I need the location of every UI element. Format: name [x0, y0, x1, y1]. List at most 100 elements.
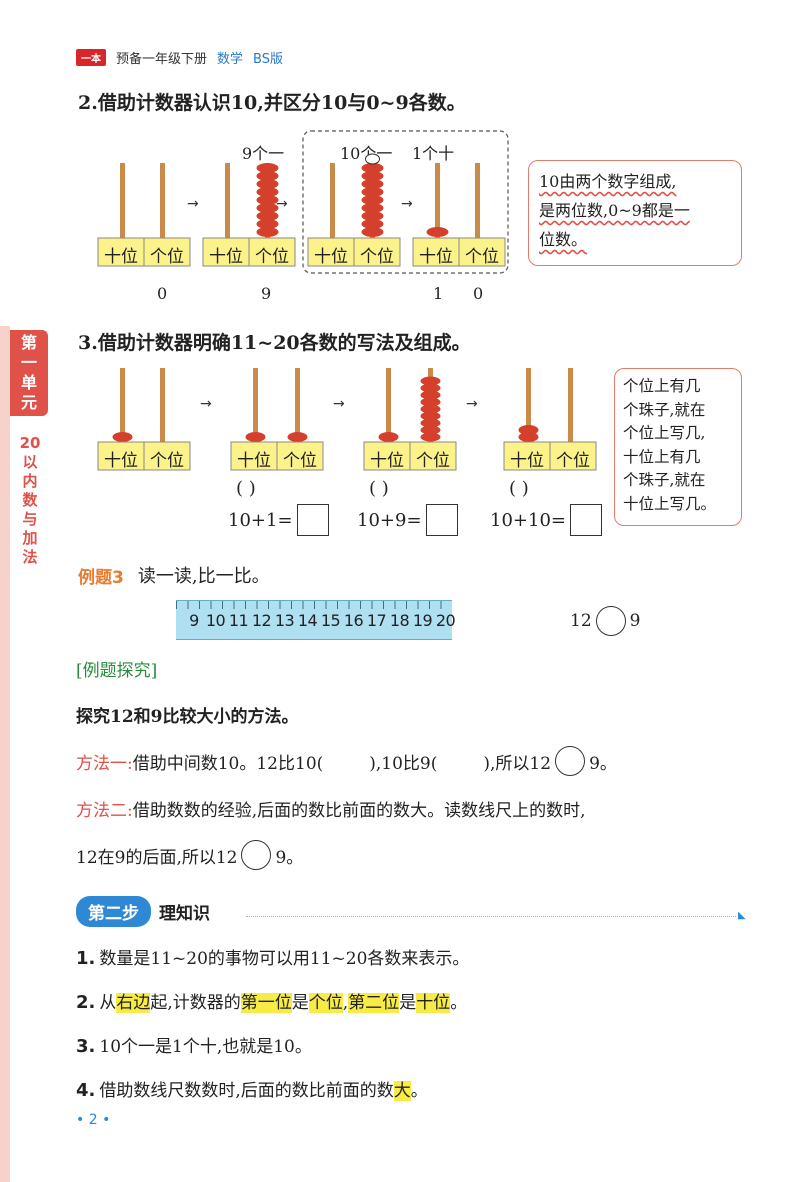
equation-1: 10+1=: [228, 504, 329, 536]
arrow-icon: →: [200, 396, 212, 412]
equation-text: 10+1=: [228, 509, 293, 531]
ones-label: 个位: [255, 247, 289, 267]
highlight-text: 十位: [416, 993, 451, 1013]
ones-label: 个位: [360, 247, 394, 267]
answer-paren[interactable]: ( ): [369, 478, 389, 499]
tens-label: 十位: [104, 247, 138, 267]
counter-c: [307, 153, 401, 267]
section-2-title: 2.借助计数器认识10,并区分10与0~9各数。: [78, 92, 466, 114]
ruler-number: 18: [389, 611, 410, 630]
tens-label: 十位: [419, 247, 453, 267]
bead: [245, 432, 266, 442]
arrow-icon: →: [466, 396, 478, 412]
counter-a: [97, 163, 191, 267]
method-text: 9。: [589, 753, 617, 774]
highlight-text: 第二位: [348, 993, 400, 1013]
note-line: 十位上写几。: [623, 494, 717, 513]
item-number: 1.: [76, 948, 96, 969]
topic-char: 以: [22, 453, 38, 471]
ruler-number: 10: [205, 611, 226, 630]
note-line: 个珠子,就在: [623, 400, 706, 419]
method-label: 方法二:: [76, 801, 133, 821]
highlight-text: 大: [393, 1081, 411, 1101]
bead: [426, 227, 449, 237]
item-text: 从: [99, 993, 117, 1013]
unit-tab-char: 单: [20, 373, 37, 392]
knowledge-1: 1.数量是11~20的事物可以用11~20各数来表示。: [76, 944, 469, 969]
book-title: 预备一年级下册: [116, 52, 208, 67]
topic-char: 2: [19, 434, 30, 452]
answer-paren[interactable]: ( ): [236, 478, 256, 499]
dotted-divider: [246, 916, 736, 917]
arrow-icon: →: [276, 196, 288, 212]
arrow-icon: →: [187, 196, 199, 212]
rod: [120, 368, 125, 442]
ones-label: 个位: [465, 247, 499, 267]
ruler-numbers: 9 10 11 12 13 14 15 16 17 18 19 20: [184, 611, 457, 630]
rod: [120, 163, 125, 238]
step-2-title: 理知识: [159, 904, 210, 924]
example-label: 例题3: [78, 567, 124, 588]
beads-9: [256, 163, 279, 237]
note-line: 个位上有几: [623, 377, 701, 395]
page-number-text: 2: [88, 1112, 98, 1128]
rod: [386, 368, 391, 442]
caption-9-ones: 9个一: [242, 144, 285, 163]
equation-text: 10+9=: [357, 509, 422, 531]
answer-box[interactable]: [569, 504, 602, 536]
counter-row-2: → → →: [97, 368, 597, 471]
note-line: 个珠子,就在: [623, 471, 706, 489]
note-line: 10由两个数字组成,: [539, 172, 677, 191]
step-2-header: 第二步 理知识: [76, 896, 210, 927]
compare-circle[interactable]: [241, 840, 272, 870]
ones-label: 个位: [283, 451, 317, 471]
method-2-line-2: 12在9的后面,所以12 9。: [76, 840, 303, 870]
arrow-icon: →: [401, 196, 413, 212]
rod: [568, 368, 573, 442]
rod: [475, 163, 480, 238]
counter-row-1: → → →: [97, 130, 509, 274]
item-text: 是: [399, 993, 417, 1013]
item-text: 数量是11~20的事物可以用11~20各数来表示。: [99, 949, 470, 969]
rod: [526, 368, 531, 442]
method-text: 12在9的后面,所以12: [76, 847, 238, 868]
rod: [160, 368, 165, 442]
tens-label: 十位: [314, 247, 348, 267]
compare-right: 9: [629, 611, 641, 631]
answer-box[interactable]: [296, 504, 329, 536]
counter-value: 0: [473, 284, 484, 303]
answer-paren[interactable]: ( ): [509, 478, 529, 499]
section-3-title: 3.借助计数器明确11~20各数的写法及组成。: [78, 332, 471, 354]
rod: [225, 163, 230, 238]
unit-tab: 第 一 单 元: [10, 330, 48, 416]
method-label: 方法一:: [76, 753, 133, 774]
answer-box[interactable]: [425, 504, 458, 536]
place-labels: 十位个位: [98, 446, 190, 471]
page-header: 一本 预备一年级下册 数学 BS版: [76, 48, 283, 67]
note-line: 是两位数,0~9都是一: [539, 201, 690, 220]
counter-b: [202, 163, 296, 267]
side-strip: [0, 326, 10, 1182]
compare-circle[interactable]: [595, 606, 626, 636]
ones-label: 个位: [556, 451, 590, 471]
rod: [435, 163, 440, 238]
place-labels: 十位个位: [203, 242, 295, 267]
note-two-digit: 10由两个数字组成, 是两位数,0~9都是一 位数。: [528, 160, 742, 266]
compare-circle[interactable]: [555, 746, 586, 776]
publisher-logo: 一本: [76, 49, 106, 66]
topic-char: 数: [22, 491, 38, 509]
topic-char: 0: [30, 434, 41, 452]
place-labels: 十位个位: [504, 446, 596, 471]
tens-label: 十位: [370, 451, 404, 471]
counter-d: [412, 163, 506, 267]
counter-value: 0: [157, 284, 168, 303]
subject-label: 数学: [217, 52, 244, 67]
ruler-number: 13: [274, 611, 295, 630]
item-number: 3.: [76, 1036, 96, 1057]
item-number: 2.: [76, 992, 96, 1013]
equation-3: 10+10=: [490, 504, 602, 536]
place-labels: 十位个位: [413, 242, 505, 267]
topic-char: 法: [22, 548, 38, 566]
ruler-number: 11: [228, 611, 249, 630]
